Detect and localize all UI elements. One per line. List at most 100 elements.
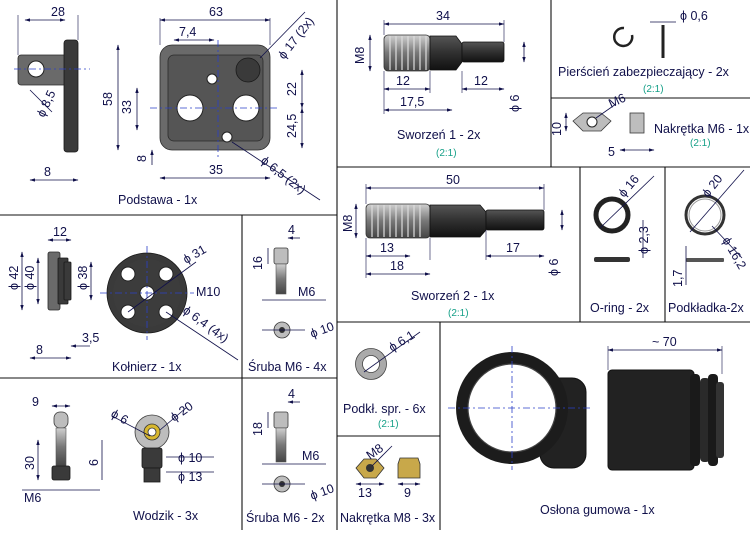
panel-podstawa: 28 63 7,4 ϕ 17 (2x) 58 33 22 24,5 ϕ 8,5 … — [14, 5, 321, 207]
kolnierz-dim-3-5: 3,5 — [82, 331, 99, 345]
sworzen2-part — [365, 203, 545, 239]
pierscien-dim-phi0-6: ϕ 0,6 — [680, 9, 708, 23]
sruba4-dim-16: 16 — [251, 256, 265, 270]
sworzen1-dim-12b: 12 — [474, 74, 488, 88]
podkl-spr-title: Podkł. spr. - 6x — [343, 402, 426, 416]
podstawa-dim-33: 33 — [120, 100, 134, 114]
podkl-spr-scale: (2:1) — [378, 419, 399, 430]
sruba2-dim-4: 4 — [288, 387, 295, 401]
panel-sworzen2: 50 M8 13 17 18 ϕ 6 Sworzeń 2 - 1x (2:1) — [341, 173, 564, 319]
podstawa-dim-58: 58 — [101, 92, 115, 106]
oslona-title: Osłona gumowa - 1x — [540, 503, 655, 517]
oring-dim-phi16: ϕ 16 — [616, 172, 642, 200]
bolt2-thread — [275, 427, 287, 463]
wodzik-dim-m6: M6 — [24, 491, 41, 505]
oslona-front-view — [448, 346, 590, 470]
nakretka-m8-dim-9: 9 — [404, 486, 411, 500]
nut-m6-side — [629, 112, 645, 134]
oring-front — [593, 196, 631, 234]
sworzen1-part — [383, 34, 505, 72]
oring-side — [594, 257, 630, 262]
oring-title: O-ring - 2x — [590, 301, 650, 315]
wodzik-dim-9: 9 — [32, 395, 39, 409]
kolnierz-dim-phi42: ϕ 42 — [7, 266, 21, 290]
kolnierz-side-view — [47, 251, 72, 311]
sworzen2-dim-50: 50 — [446, 173, 460, 187]
podkladka-dim-phi16-2: ϕ 16,2 — [719, 235, 749, 272]
panel-oslona-gumowa: ~ 70 Osłona gumowa - 1x — [448, 335, 724, 517]
oslona-dim-70: ~ 70 — [652, 335, 677, 349]
sruba2-dim-m6: M6 — [302, 449, 319, 463]
panel-oring: ϕ 16 ϕ 2,3 O-ring - 2x — [590, 172, 655, 315]
panel-sruba-m6-2x: 4 18 M6 ϕ 10 Śruba M6 - 2x — [246, 387, 336, 525]
wodzik-side-view — [51, 411, 71, 481]
sruba4-dim-phi10: ϕ 10 — [308, 319, 336, 341]
sworzen2-title: Sworzeń 2 - 1x — [411, 289, 495, 303]
washer-side — [686, 258, 724, 262]
nakretka-m6-dim-m6: M6 — [606, 91, 628, 111]
kolnierz-title: Kołnierz - 1x — [112, 360, 182, 374]
sworzen2-dim-13: 13 — [380, 241, 394, 255]
kolnierz-front-view — [100, 246, 194, 340]
panel-pierscien: ϕ 0,6 Pierścień zabezpieczający - 2x (2:… — [558, 9, 730, 95]
podstawa-dim-28: 28 — [51, 5, 65, 19]
podstawa-dim-7-4: 7,4 — [179, 25, 196, 39]
podstawa-side-view — [14, 39, 90, 153]
wodzik-dim-6: 6 — [87, 459, 101, 466]
sworzen1-dim-phi6: ϕ 6 — [508, 95, 522, 112]
wodzik-title: Wodzik - 3x — [133, 509, 199, 523]
washer-front — [684, 194, 726, 236]
kolnierz-dim-m10: M10 — [196, 285, 220, 299]
podstawa-dim-phi6-5: ϕ 6,5 (2x) — [258, 153, 308, 197]
panel-wodzik: 9 30 M6 ϕ 6 ϕ 20 6 ϕ 10 ϕ 13 Wodzik - 3x — [22, 395, 214, 523]
bolt-thread — [275, 263, 287, 295]
podstawa-title: Podstawa - 1x — [118, 193, 198, 207]
bolt2-head — [273, 411, 289, 429]
podstawa-dim-35: 35 — [209, 163, 223, 177]
sruba2-dim-phi10: ϕ 10 — [308, 481, 336, 503]
podstawa-dim-8v: 8 — [135, 155, 149, 162]
nakretka-m8-dim-13: 13 — [358, 486, 372, 500]
sworzen2-dim-phi6: ϕ 6 — [547, 259, 561, 276]
wodzik-dim-phi13: ϕ 13 — [178, 470, 202, 484]
kolnierz-dim-8: 8 — [36, 343, 43, 357]
sworzen1-title: Sworzeń 1 - 2x — [397, 128, 481, 142]
kolnierz-dim-phi40: ϕ 40 — [23, 266, 37, 290]
sruba4-title: Śruba M6 - 4x — [248, 359, 327, 374]
wodzik-dim-phi10: ϕ 10 — [178, 451, 202, 465]
sruba4-dim-m6: M6 — [298, 285, 315, 299]
sruba4-dim-4: 4 — [288, 223, 295, 237]
podkladka-dim-1-7: 1,7 — [671, 270, 685, 287]
sworzen2-dim-17: 17 — [506, 241, 520, 255]
wodzik-dim-phi20: ϕ 20 — [168, 399, 196, 424]
sworzen1-dim-m8: M8 — [353, 47, 367, 64]
sworzen2-dim-m8: M8 — [341, 215, 355, 232]
sworzen1-dim-17-5: 17,5 — [400, 95, 424, 109]
sworzen1-dim-34: 34 — [436, 9, 450, 23]
nakretka-m6-scale: (2:1) — [690, 138, 711, 149]
kolnierz-dim-phi38: ϕ 38 — [76, 266, 90, 290]
sworzen2-scale: (2:1) — [448, 308, 469, 319]
nakretka-m6-title: Nakrętka M6 - 1x — [654, 122, 750, 136]
panel-nakretka-m8: M8 13 9 Nakrętka M8 - 3x — [340, 441, 436, 525]
podstawa-front-view — [150, 40, 280, 160]
sworzen1-dim-12a: 12 — [396, 74, 410, 88]
kolnierz-dim-phi6-4: ϕ 6,4 (4x) — [180, 303, 231, 345]
spring-washer — [355, 348, 387, 380]
panel-podkladka: ϕ 20 ϕ 16,2 1,7 Podkładka-2x — [668, 169, 749, 315]
podstawa-dim-8h: 8 — [44, 165, 51, 179]
panel-nakretka-m6: M6 10 5 Nakrętka M6 - 1x (2:1) — [550, 91, 750, 159]
podstawa-dim-22: 22 — [285, 82, 299, 96]
panel-sworzen1: 34 M8 12 12 17,5 ϕ 6 Sworzeń 1 - 2x (2:1… — [353, 9, 526, 159]
podstawa-dim-24-5: 24,5 — [285, 114, 299, 138]
podstawa-dim-phi8-5: ϕ 8,5 — [34, 88, 58, 119]
sworzen1-scale: (2:1) — [436, 148, 457, 159]
sruba2-dim-18: 18 — [251, 422, 265, 436]
pierscien-title: Pierścień zabezpieczający - 2x — [558, 65, 730, 79]
nakretka-m6-dim-10: 10 — [550, 122, 564, 136]
circlip-front — [612, 26, 634, 48]
oring-dim-phi2-3: ϕ 2,3 — [637, 226, 651, 254]
podkladka-title: Podkładka-2x — [668, 301, 744, 315]
